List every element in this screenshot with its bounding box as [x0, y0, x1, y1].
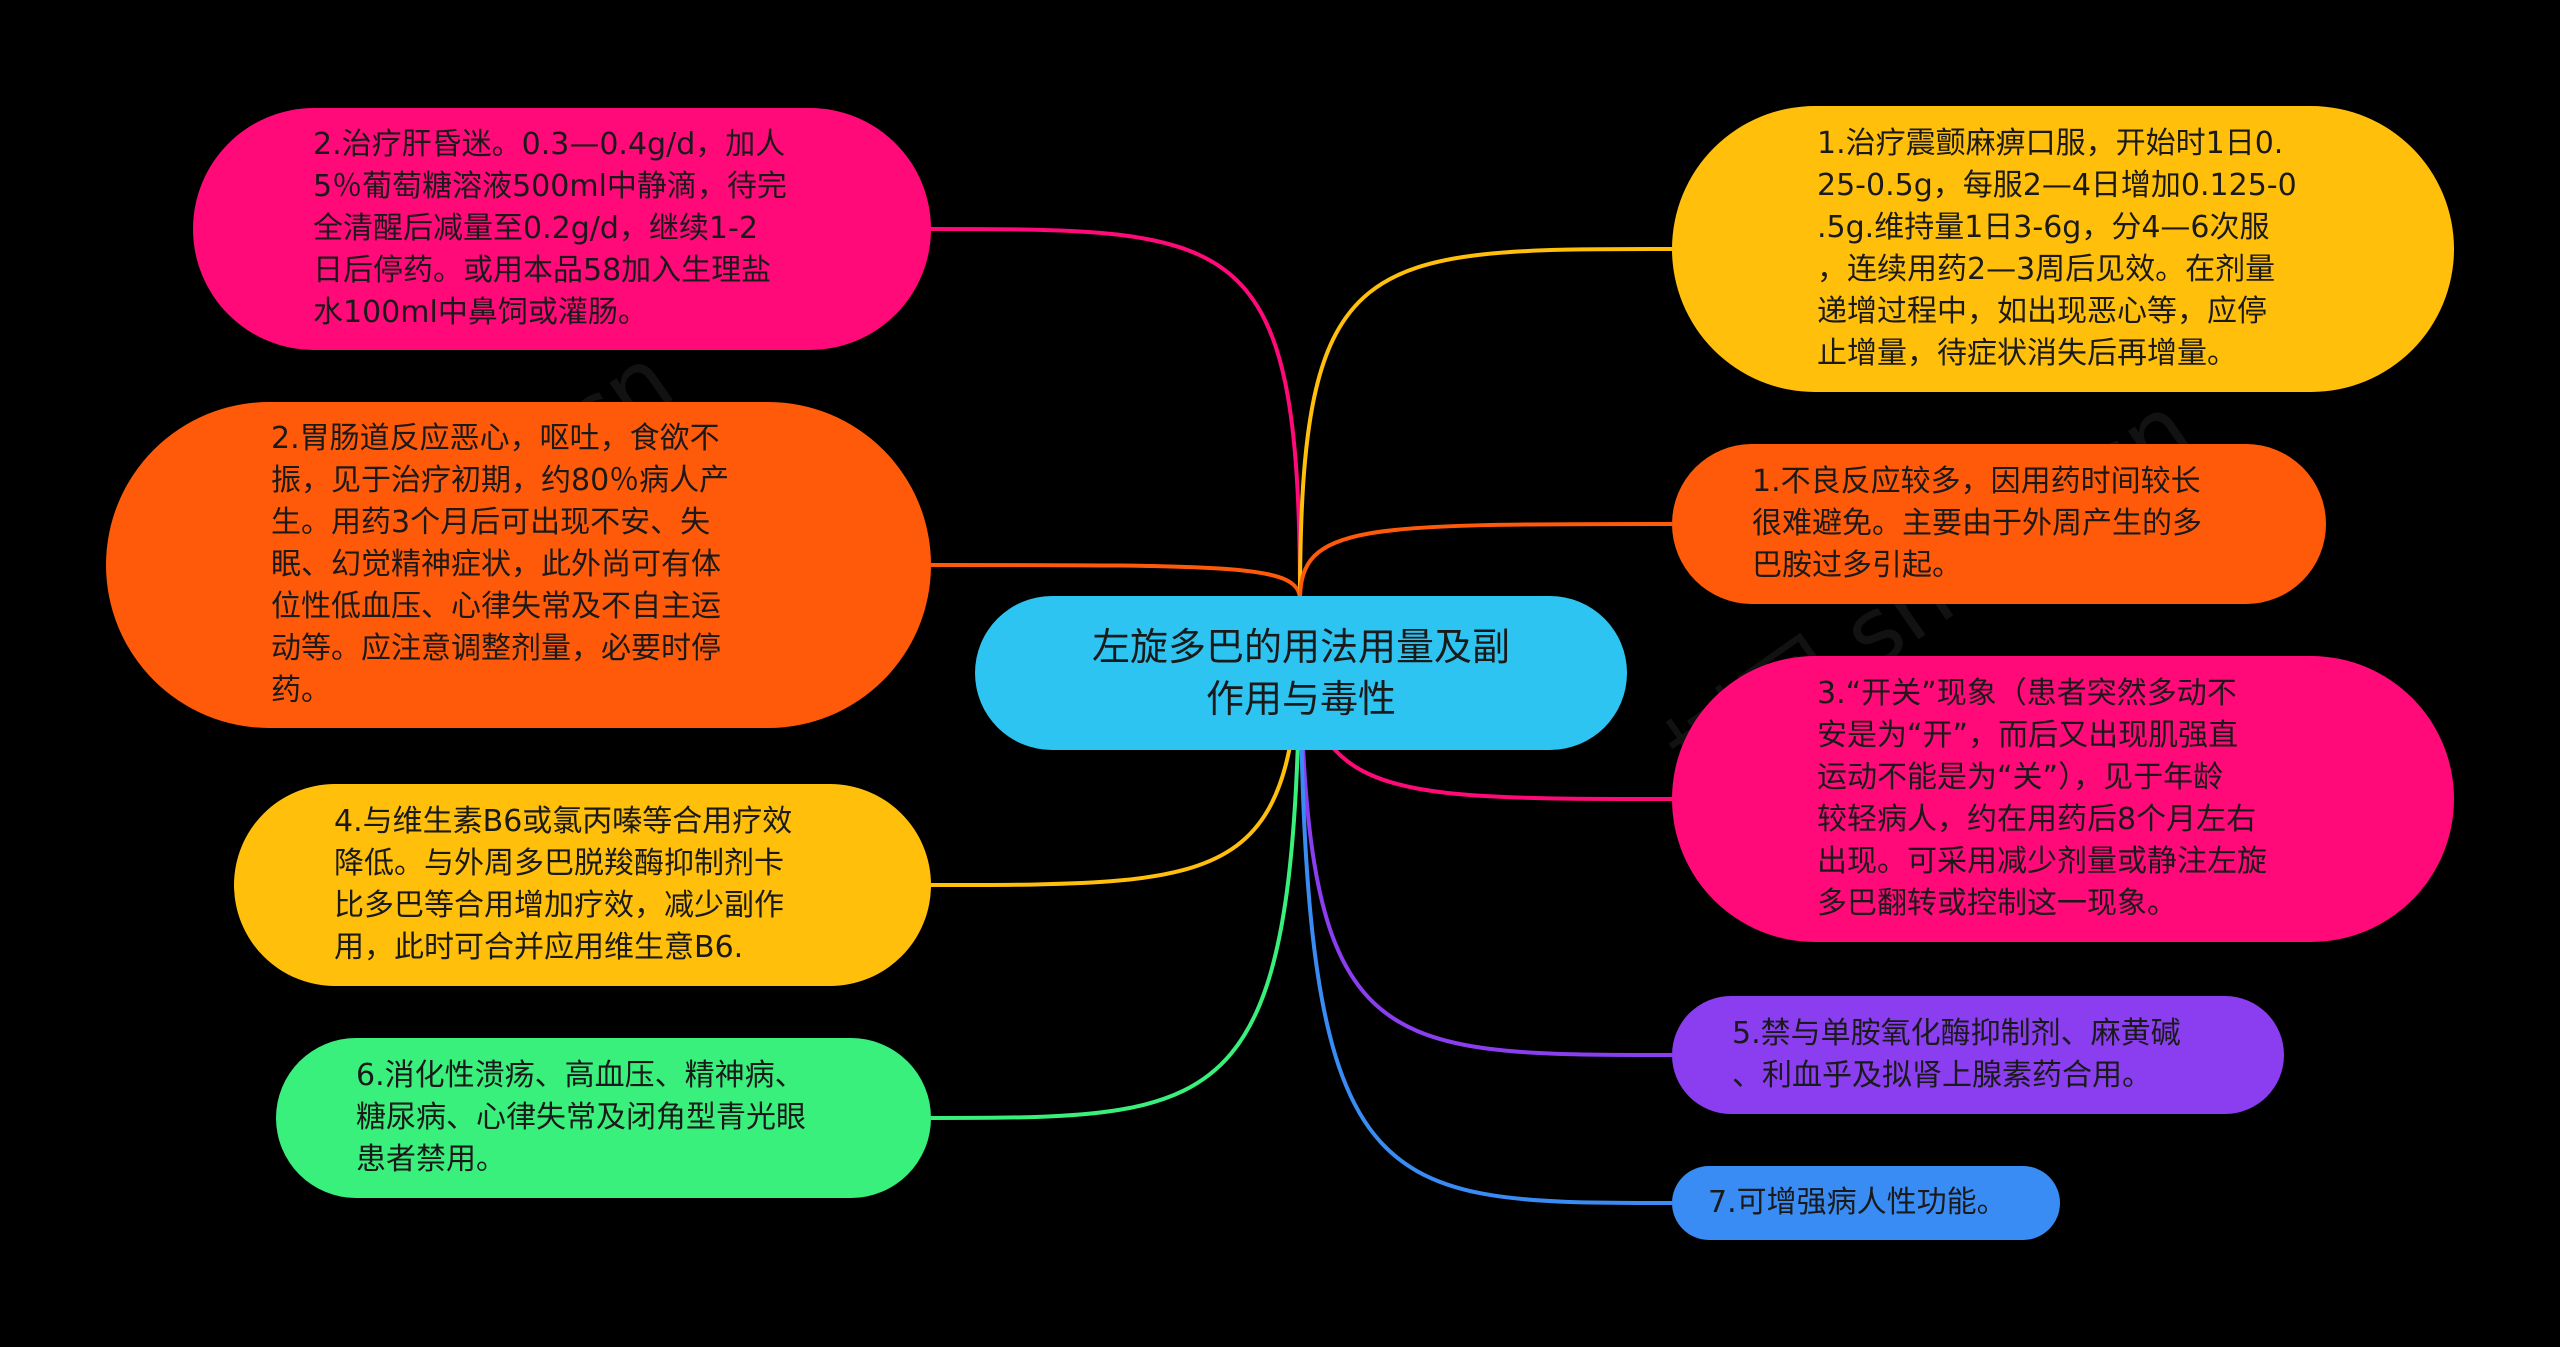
- topic-node-text: 1.不良反应较多，因用药时间较长 很难避免。主要由于外周产生的多 巴胺过多引起。: [1752, 464, 2202, 583]
- connector-left-1: [930, 227, 1302, 601]
- connector-left-4: [930, 599, 1302, 1120]
- topic-node-text: 2.治疗肝昏迷。0.3—0.4g/d，加人 5％葡萄糖溶液500ml中静滴，待完…: [313, 127, 787, 330]
- connector-left-2: [930, 563, 1302, 601]
- topic-node-text: 2.胃肠道反应恶心，呕吐，食欲不 振，见于治疗初期，约80％病人产 生。用药3个…: [271, 421, 730, 708]
- central-topic-text: 左旋多巴的用法用量及副 作用与毒性: [1091, 625, 1510, 721]
- topic-node-gi-reaction[interactable]: 2.胃肠道反应恶心，呕吐，食欲不 振，见于治疗初期，约80％病人产 生。用药3个…: [106, 402, 931, 728]
- topic-node-contraindications[interactable]: 6.消化性溃疡、高血压、精神病、 糖尿病、心律失常及闭角型青光眼 患者禁用。: [276, 1038, 931, 1198]
- topic-node-text: 5.禁与单胺氧化酶抑制剂、麻黄碱 、利血乎及拟肾上腺素药合用。: [1732, 1016, 2181, 1093]
- topic-node-drug-interactions[interactable]: 5.禁与单胺氧化酶抑制剂、麻黄碱 、利血乎及拟肾上腺素药合用。: [1672, 996, 2284, 1114]
- topic-node-text: 3.“开关”现象（患者突然多动不 安是为“开”，而后又出现肌强直 运动不能是为“…: [1817, 676, 2267, 921]
- topic-node-vitamin-b6-interaction[interactable]: 4.与维生素B6或氯丙嗪等合用疗效 降低。与外周多巴脱羧酶抑制剂卡 比多巴等合用…: [234, 784, 931, 986]
- connector-right-2: [1298, 522, 1673, 601]
- topic-node-on-off-phenomenon[interactable]: 3.“开关”现象（患者突然多动不 安是为“开”，而后又出现肌强直 运动不能是为“…: [1672, 656, 2454, 942]
- topic-node-text: 7.可增强病人性功能。: [1708, 1185, 2007, 1220]
- connector-right-5: [1298, 599, 1673, 1205]
- topic-node-text: 4.与维生素B6或氯丙嗪等合用疗效 降低。与外周多巴脱羧酶抑制剂卡 比多巴等合用…: [334, 804, 793, 965]
- topic-node-text: 6.消化性溃疡、高血压、精神病、 糖尿病、心律失常及闭角型青光眼 患者禁用。: [356, 1058, 806, 1177]
- topic-node-sexual-function[interactable]: 7.可增强病人性功能。: [1672, 1166, 2060, 1240]
- connector-right-4: [1298, 599, 1673, 1057]
- central-topic[interactable]: 左旋多巴的用法用量及副 作用与毒性: [975, 596, 1627, 750]
- topic-node-parkinson-dosage[interactable]: 1.治疗震颤麻痹口服，开始时1日0. 25-0.5g，每服2—4日增加0.125…: [1672, 106, 2454, 392]
- topic-node-treat-hepatic-coma[interactable]: 2.治疗肝昏迷。0.3—0.4g/d，加人 5％葡萄糖溶液500ml中静滴，待完…: [193, 108, 931, 350]
- topic-node-adverse-reactions[interactable]: 1.不良反应较多，因用药时间较长 很难避免。主要由于外周产生的多 巴胺过多引起。: [1672, 444, 2326, 604]
- topic-node-text: 1.治疗震颤麻痹口服，开始时1日0. 25-0.5g，每服2—4日增加0.125…: [1817, 126, 2297, 371]
- connector-right-1: [1298, 247, 1673, 601]
